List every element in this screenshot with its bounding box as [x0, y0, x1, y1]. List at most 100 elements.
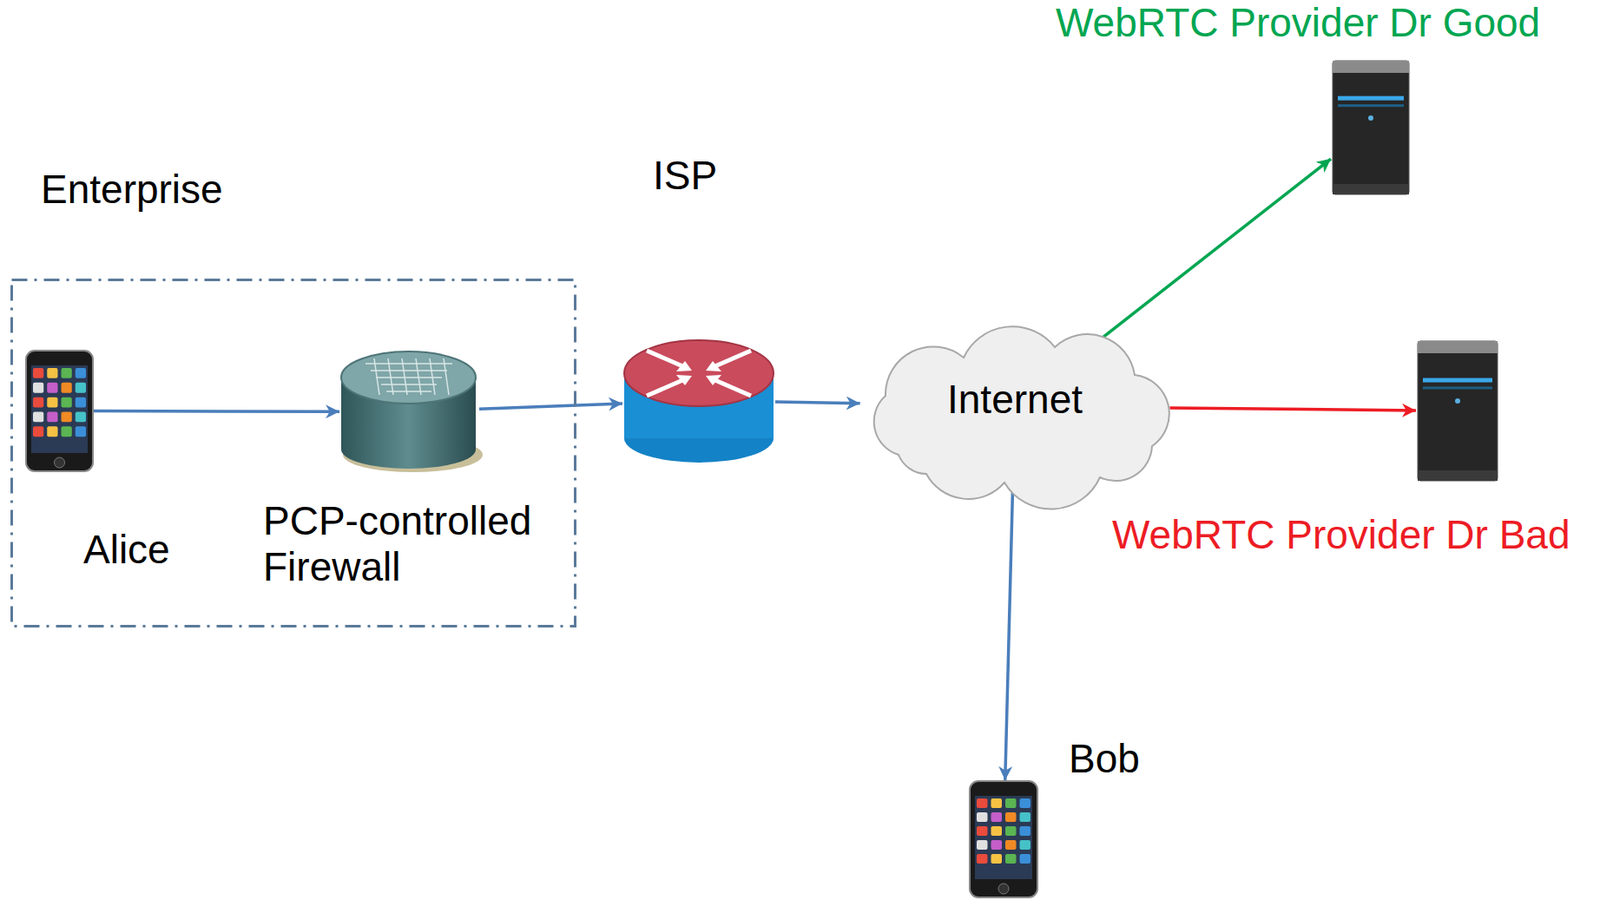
node-label: Internet	[947, 376, 1083, 423]
label-holder: Enterprise	[40, 166, 224, 213]
router-arrowhead	[676, 361, 692, 372]
app-icon	[32, 412, 44, 423]
isp-router: ISP	[622, 336, 776, 465]
node-label: WebRTC Provider Dr Bad	[1112, 512, 1570, 559]
app-icon	[976, 854, 988, 864]
app-icon	[1005, 798, 1017, 809]
server-led	[1368, 115, 1374, 121]
label-holder: Bob	[1068, 736, 1140, 783]
server-case	[1417, 341, 1498, 481]
connector-arrow	[93, 409, 340, 414]
phone-drawing	[25, 349, 94, 473]
app-icon	[991, 840, 1003, 850]
brick-line	[443, 358, 449, 396]
app-icon	[61, 412, 73, 423]
server-top	[1417, 341, 1498, 354]
home-button	[998, 883, 1009, 895]
server-strip	[1337, 104, 1404, 107]
app-icon	[1020, 840, 1032, 850]
server-drawing	[1415, 339, 1500, 483]
home-button	[54, 457, 66, 468]
server-good: WebRTC Provider Dr Good	[1330, 59, 1411, 197]
app-icon	[46, 368, 58, 379]
app-icon	[75, 368, 86, 379]
app-icon	[32, 426, 44, 437]
server-base	[1417, 470, 1498, 481]
router-arrow	[711, 350, 751, 369]
dashed-border	[12, 280, 576, 627]
brick-line	[401, 358, 408, 396]
app-icon	[75, 426, 86, 437]
router-arrow	[646, 378, 687, 396]
phone-body	[26, 350, 93, 472]
phone-drawing	[968, 780, 1039, 899]
enterprise-region: AlicePCP-controlled FirewallEnterprise	[10, 278, 577, 628]
router-top	[624, 340, 774, 407]
router-arrow	[711, 378, 751, 396]
app-icon	[1005, 840, 1017, 850]
app-icon	[75, 397, 86, 409]
app-icon	[1020, 798, 1032, 809]
phone-screen	[31, 365, 88, 454]
app-icon	[976, 812, 988, 823]
node-label: Bob	[1068, 736, 1140, 783]
cloud-outline	[874, 326, 1170, 509]
label-holder: Alice	[83, 526, 171, 573]
server-strip	[1422, 378, 1493, 383]
server-bad: WebRTC Provider Dr Bad	[1415, 339, 1500, 483]
connector-arrow	[1092, 158, 1331, 347]
internet-cloud: Internet	[846, 324, 1184, 488]
brick-line	[388, 358, 394, 396]
app-icon	[46, 397, 58, 409]
firewall-drawing	[339, 349, 480, 475]
app-icon	[1020, 812, 1032, 823]
app-icon	[1005, 812, 1017, 823]
brick-line	[429, 358, 435, 396]
app-icon	[991, 826, 1003, 837]
server-led	[1455, 398, 1461, 404]
server-strip	[1422, 386, 1493, 389]
app-icon	[1020, 854, 1032, 864]
app-icon	[61, 397, 73, 409]
phone-body	[969, 781, 1038, 898]
router-drawing	[622, 336, 776, 465]
brick-line	[370, 369, 448, 372]
connector-arrow	[479, 403, 623, 409]
app-icon	[1005, 854, 1017, 864]
node-label: Alice	[83, 526, 171, 573]
app-icon	[976, 798, 988, 809]
server-strip	[1337, 96, 1404, 101]
cylinder-top	[341, 351, 476, 404]
server-case	[1332, 60, 1410, 195]
brick-line	[374, 358, 380, 396]
app-icon	[75, 412, 86, 423]
brick-line	[381, 383, 437, 386]
phone-device: Alice	[25, 349, 94, 473]
label-holder: ISP	[652, 152, 718, 199]
label-holder: WebRTC Provider Dr Good	[1055, 0, 1541, 47]
router-arrowhead	[705, 375, 722, 386]
phone-screen	[974, 796, 1033, 880]
brick-line	[415, 358, 422, 396]
router-arrowhead	[676, 375, 692, 386]
node-label: Enterprise	[40, 166, 224, 213]
server-base	[1332, 184, 1410, 195]
label-holder: WebRTC Provider Dr Bad	[1112, 512, 1570, 559]
app-icon	[976, 826, 988, 837]
app-icon	[46, 412, 58, 423]
server-top	[1332, 60, 1410, 73]
app-icon	[991, 812, 1003, 823]
label-holder: PCP-controlled Firewall	[263, 498, 563, 591]
app-icon	[46, 382, 58, 394]
brick-line	[365, 362, 453, 365]
cylinder-bottom	[341, 430, 476, 469]
connector-arrow	[1005, 475, 1014, 781]
app-icon	[61, 382, 73, 394]
router-arrow	[646, 350, 687, 369]
node-label: PCP-controlled Firewall	[263, 498, 563, 591]
node-label: WebRTC Provider Dr Good	[1055, 0, 1541, 47]
app-icon	[1020, 826, 1032, 837]
connector-arrow	[775, 401, 861, 404]
app-icon	[75, 382, 86, 394]
